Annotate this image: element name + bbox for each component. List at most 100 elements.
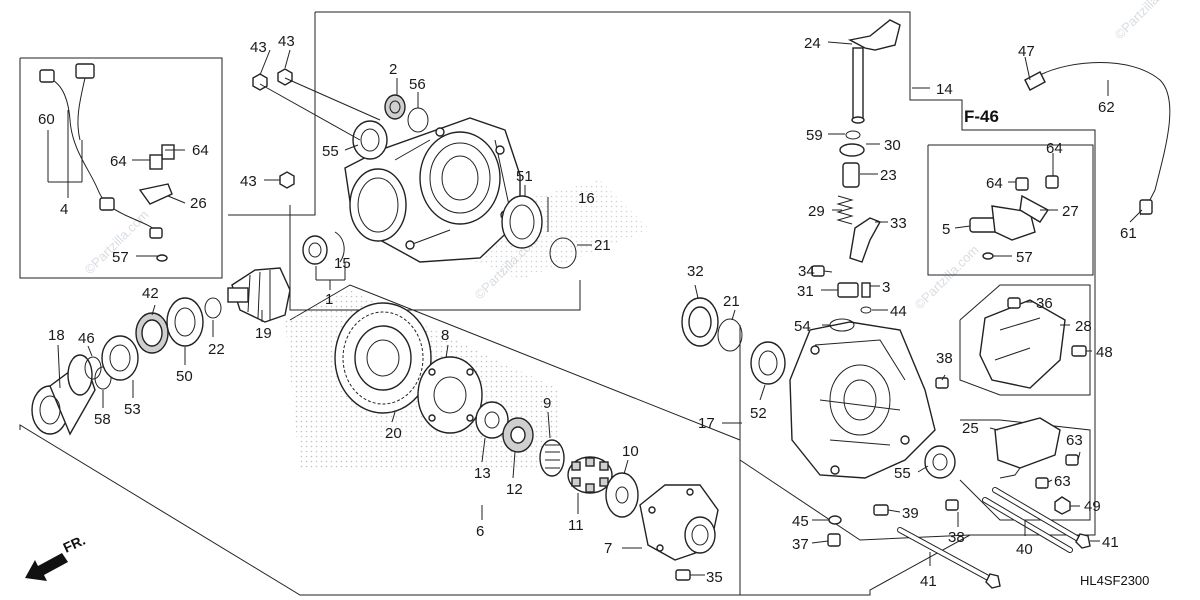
callout-2: 2	[389, 61, 397, 78]
callout-34: 34	[798, 263, 815, 280]
callout-5: 5	[942, 221, 950, 238]
callout-58: 58	[94, 411, 111, 428]
callout-21: 21	[723, 293, 740, 310]
rear-housing-17	[789, 321, 936, 479]
callout-9: 9	[543, 395, 551, 412]
callout-13: 13	[474, 465, 491, 482]
breather-tube-62	[1024, 62, 1171, 216]
bearing-32	[681, 297, 719, 347]
callout-3: 3	[882, 279, 890, 296]
callout-15: 15	[334, 255, 351, 272]
ring-gear-20	[334, 302, 432, 414]
cover-28	[979, 297, 1087, 389]
holder-31	[837, 282, 859, 298]
callout-55: 55	[894, 465, 911, 482]
callout-31: 31	[797, 283, 814, 300]
watermark-group: ©Partzilla.com ©Partzilla.com ©Partzilla…	[0, 0, 1182, 312]
callout-14: 14	[936, 81, 953, 98]
bolt-39	[873, 504, 901, 516]
callout-labels: 60 4 64 64 26 57 43 43 43 55 2 56 51 16 …	[38, 33, 1149, 590]
oring-44	[860, 306, 872, 314]
callout-64: 64	[110, 153, 127, 170]
callout-39: 39	[902, 505, 919, 522]
callout-64: 64	[1046, 140, 1063, 157]
oring-21-left	[549, 237, 577, 269]
front-arrow: FR.	[25, 532, 88, 581]
callout-43: 43	[250, 39, 267, 56]
callout-11: 11	[568, 517, 584, 534]
callout-48: 48	[1096, 344, 1113, 361]
callout-62: 62	[1098, 99, 1115, 116]
frame-left-box	[19, 57, 223, 279]
pinion-gear-19	[227, 267, 291, 323]
callout-17: 17	[698, 415, 715, 432]
seal-53	[101, 335, 139, 381]
frame-cover	[959, 284, 1091, 396]
watermark-text: ©Partzilla.com	[1112, 0, 1182, 42]
cage-11	[567, 456, 613, 494]
callout-25: 25	[962, 420, 979, 437]
spring-30	[839, 143, 865, 157]
callout-41: 41	[1102, 534, 1119, 551]
watermark-text: ©Partzilla.com	[0, 0, 22, 12]
callout-22: 22	[208, 341, 225, 358]
callout-47: 47	[1018, 43, 1035, 60]
washer-59	[845, 130, 861, 140]
callout-43: 43	[278, 33, 295, 50]
front-housing	[344, 117, 521, 263]
callout-21: 21	[594, 237, 611, 254]
callout-57: 57	[1016, 249, 1033, 266]
speed-sensor-assembly	[39, 63, 175, 262]
collar-23	[842, 162, 860, 188]
callout-1: 1	[325, 291, 333, 308]
callout-52: 52	[750, 405, 767, 422]
callout-40: 40	[1016, 541, 1033, 558]
callout-45: 45	[792, 513, 809, 530]
case-7	[639, 484, 719, 561]
reference-f46: F-46	[964, 107, 999, 126]
oring-21-right	[717, 318, 743, 352]
bolt-37	[827, 533, 841, 547]
callout-12: 12	[506, 481, 523, 498]
cam-9	[539, 439, 565, 477]
callout-46: 46	[78, 330, 95, 347]
callout-27: 27	[1062, 203, 1079, 220]
callout-63: 63	[1054, 473, 1071, 490]
callout-56: 56	[409, 76, 426, 93]
watermark-text: ©Partzilla.com	[82, 207, 152, 277]
callout-57: 57	[112, 249, 129, 266]
callout-53: 53	[124, 401, 141, 418]
callout-64: 64	[192, 142, 209, 159]
callout-37: 37	[792, 536, 809, 553]
bolt-34	[811, 265, 833, 277]
frame-bracket	[959, 419, 1091, 521]
callout-49: 49	[1084, 498, 1101, 515]
oring-22	[204, 297, 222, 319]
bearing-51	[501, 195, 543, 249]
callout-38: 38	[936, 350, 953, 367]
callout-28: 28	[1075, 318, 1092, 335]
frame-main-left	[228, 12, 316, 216]
callout-50: 50	[176, 368, 193, 385]
nuts-43	[252, 68, 381, 189]
callout-26: 26	[190, 195, 207, 212]
plate-10	[605, 472, 639, 518]
callout-6: 6	[476, 523, 484, 540]
bolt-38-upper	[935, 377, 949, 389]
callout-59: 59	[806, 127, 823, 144]
callout-63: 63	[1066, 432, 1083, 449]
frame-differential	[289, 284, 741, 595]
callout-64: 64	[986, 175, 1003, 192]
front-label: FR.	[61, 532, 88, 556]
callout-33: 33	[890, 215, 907, 232]
callout-51: 51	[516, 168, 533, 185]
shift-arm-24	[847, 19, 901, 124]
callout-32: 32	[687, 263, 704, 280]
callout-24: 24	[804, 35, 821, 52]
callout-10: 10	[622, 443, 639, 460]
callout-61: 61	[1120, 225, 1137, 242]
collar-15	[302, 231, 345, 265]
callout-42: 42	[142, 285, 159, 302]
nut-49	[1054, 496, 1071, 515]
